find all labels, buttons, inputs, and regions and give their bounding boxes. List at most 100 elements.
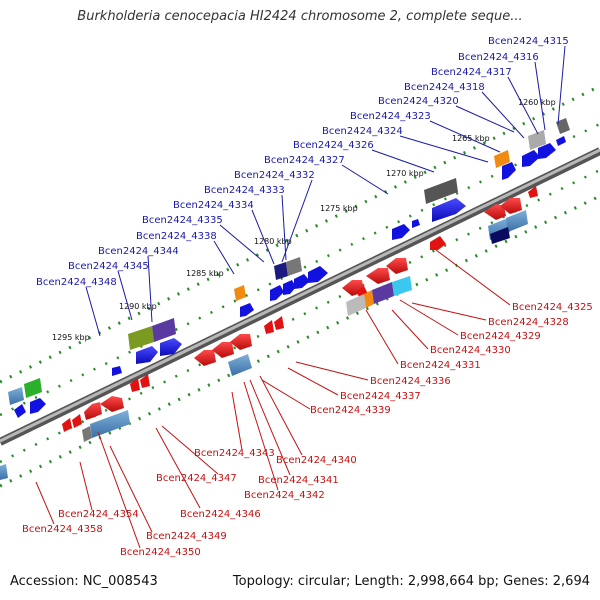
leader-line [507, 76, 539, 135]
forward-gene [14, 404, 26, 418]
tick-label: 1285 kbp [186, 269, 224, 278]
forward-gene [502, 162, 516, 180]
leader-line [534, 61, 546, 131]
gene-label: Bcen2424_4340 [276, 455, 357, 466]
reverse-genes [62, 186, 538, 432]
leader-line [261, 379, 311, 410]
gene-label: Bcen2424_4327 [264, 155, 345, 166]
feature-box-navy [490, 227, 510, 244]
forward-gene [270, 285, 284, 301]
lower-feature-boxes [0, 210, 528, 480]
reverse-gene [100, 396, 124, 412]
forward-gene [392, 224, 410, 240]
bottom-labels: Bcen2424_4325 Bcen2424_4328 Bcen2424_432… [22, 302, 593, 558]
forward-gene [556, 136, 566, 146]
forward-gene [283, 280, 296, 295]
backbone-highlight [0, 148, 600, 443]
feature-box-steel [506, 210, 528, 232]
leader-line [79, 461, 93, 511]
topology-stats: Topology: circular; Length: 2,998,664 bp… [232, 574, 590, 589]
gene-label: Bcen2424_4331 [400, 360, 481, 371]
leader-line [557, 45, 566, 125]
feature-box-steel [8, 387, 24, 405]
gene-label: Bcen2424_4336 [370, 376, 451, 387]
feature-box-olive [128, 326, 154, 350]
leader-line [281, 194, 287, 261]
reverse-gene [140, 374, 150, 388]
leader-line [365, 309, 399, 365]
leader-line [251, 209, 275, 265]
reverse-gene [130, 378, 140, 392]
feature-box-navy [274, 262, 288, 280]
gene-label: Bcen2424_4318 [404, 82, 485, 93]
leader-line [259, 375, 303, 456]
leader-line [109, 445, 153, 533]
leader-line [399, 135, 489, 163]
leader-line [249, 379, 291, 476]
leader-line [391, 309, 429, 350]
tick-label: 1265 kbp [452, 134, 490, 143]
forward-gene [432, 198, 466, 222]
outer-dot-track [0, 84, 600, 384]
reverse-gene [274, 316, 284, 330]
forward-gene [538, 143, 556, 159]
gene-label: Bcen2424_4330 [430, 345, 511, 356]
gene-label: Bcen2424_4345 [68, 261, 149, 272]
gene-label: Bcen2424_4332 [234, 170, 315, 181]
reverse-gene [230, 334, 252, 350]
reverse-gene [264, 320, 274, 334]
gene-label: Bcen2424_4344 [98, 246, 179, 257]
reverse-gene [500, 198, 522, 214]
feature-box-orange [494, 150, 510, 168]
top-leaders [85, 45, 566, 337]
gene-label: Bcen2424_4320 [378, 96, 459, 107]
leader-line [481, 91, 525, 139]
feature-box-lightgrey [346, 294, 366, 316]
gene-label: Bcen2424_4338 [136, 231, 217, 242]
gene-label: Bcen2424_4325 [512, 302, 593, 313]
gene-label: Bcen2424_4348 [36, 277, 117, 288]
gene-label: Bcen2424_4350 [120, 547, 201, 558]
reverse-gene [484, 204, 506, 220]
reverse-gene [528, 186, 538, 198]
reverse-gene [366, 268, 390, 284]
leader-line [295, 361, 369, 381]
reverse-gene [212, 342, 234, 358]
gene-label: Bcen2424_4329 [460, 331, 541, 342]
gene-label: Bcen2424_4328 [488, 317, 569, 328]
leader-line [455, 105, 515, 133]
feature-box-purple [372, 282, 394, 304]
leader-line [219, 224, 265, 263]
tick-label: 1275 kbp [320, 204, 358, 213]
gene-label: Bcen2424_4349 [146, 531, 227, 542]
leader-line [35, 481, 55, 525]
tick-label: 1295 kbp [52, 333, 90, 342]
tick-label: 1290 kbp [119, 302, 157, 311]
leader-line [287, 367, 339, 396]
feature-box-orange [364, 290, 374, 308]
gene-label: Bcen2424_4354 [58, 509, 139, 520]
leader-line [213, 240, 235, 275]
leader-line [411, 302, 487, 321]
gene-label: Bcen2424_4335 [142, 215, 223, 226]
feature-box-grey [556, 118, 570, 134]
leader-line [243, 381, 279, 491]
tick-label: 1270 kbp [386, 169, 424, 178]
forward-gene [240, 303, 254, 317]
leader-line [341, 164, 389, 195]
gene-label: Bcen2424_4334 [173, 200, 254, 211]
feature-box-steel [0, 464, 8, 480]
forward-gene [30, 398, 46, 414]
gene-label: Bcen2424_4339 [310, 405, 391, 416]
leader-line [155, 427, 201, 509]
feature-box-orange [234, 285, 246, 301]
top-labels: Bcen2424_4315 Bcen2424_4316 Bcen2424_431… [36, 36, 569, 288]
leader-line [371, 149, 435, 173]
gene-label: Bcen2424_4341 [258, 475, 339, 486]
gene-label: Bcen2424_4337 [340, 391, 421, 402]
gene-label: Bcen2424_4316 [458, 52, 539, 63]
gene-label: Bcen2424_4323 [350, 111, 431, 122]
gene-label: Bcen2424_4315 [488, 36, 569, 47]
feature-box-grey [286, 257, 302, 276]
